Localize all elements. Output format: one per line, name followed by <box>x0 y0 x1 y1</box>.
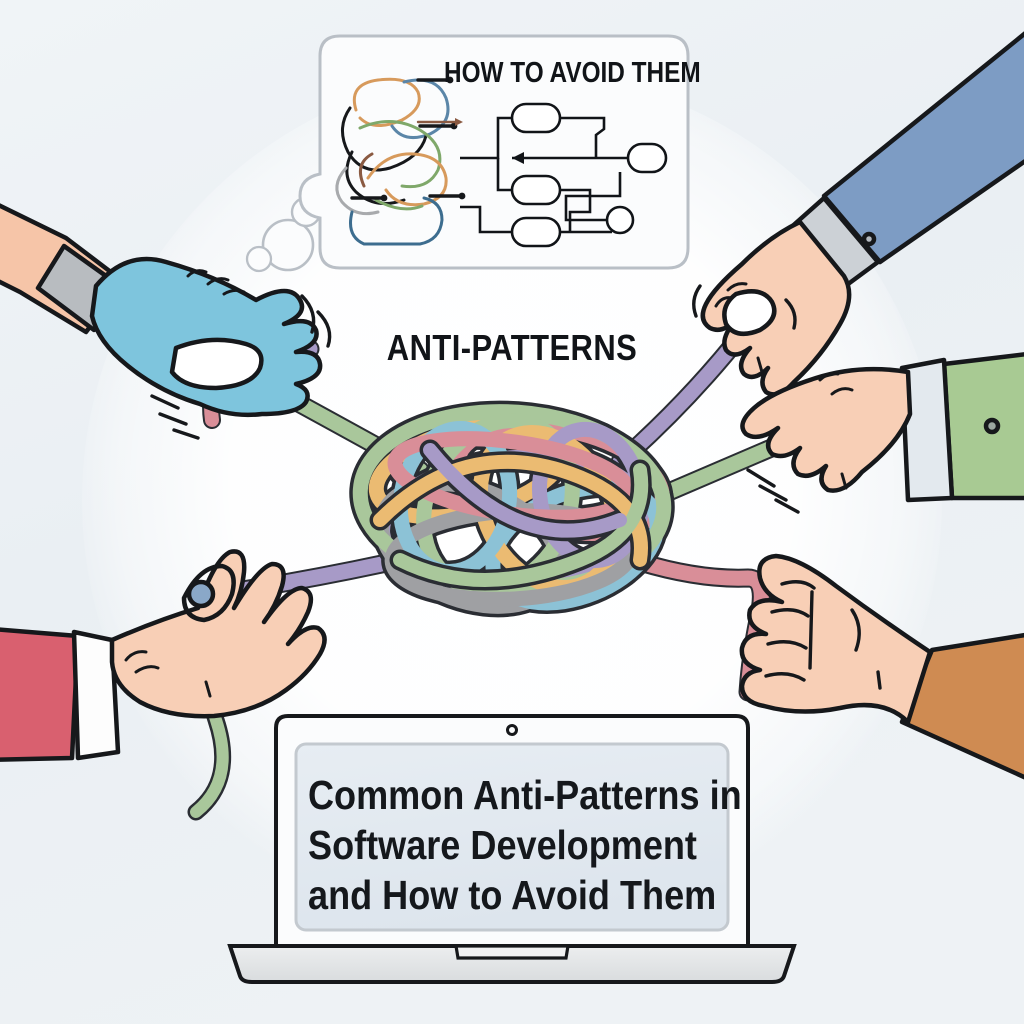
laptop-title-line-2: Software Development <box>308 822 697 868</box>
hand-top-right <box>692 31 1024 397</box>
bubble-flowchart <box>460 102 668 248</box>
laptop-title-line-3: and How to Avoid Them <box>308 872 717 918</box>
finger-loop-top-right <box>722 289 777 337</box>
glove-thumb-top-left <box>169 337 264 391</box>
motion-lines-top-left <box>150 294 332 440</box>
laptop-base <box>227 944 797 984</box>
bubble-mini-tangle <box>335 76 466 246</box>
laptop-camera <box>506 724 518 736</box>
motion-lines-right <box>746 468 800 514</box>
laptop-title-line-1: Common Anti-Patterns in <box>308 772 742 818</box>
sleeve-bottom-right <box>899 632 1024 780</box>
laptop-title: Common Anti-Patterns in Software Develop… <box>308 770 742 920</box>
hand-shape-right <box>740 366 913 493</box>
hand-bottom-right <box>739 553 1024 780</box>
cuff-button-top-right <box>861 231 877 247</box>
hand-shape-bottom-right <box>739 553 933 725</box>
cord-clip-bottom-left <box>186 579 216 609</box>
anti-patterns-label: ANTI-PATTERNS <box>386 327 638 368</box>
finger-loop-bottom-left <box>181 563 236 623</box>
cuff-bottom-left <box>71 629 121 761</box>
hand-right <box>740 352 1024 514</box>
hand-shape-bottom-left <box>109 549 327 719</box>
laptop-screen <box>294 742 730 932</box>
motion-lines-top-right <box>692 284 797 330</box>
bubble-trail-circle-small <box>245 245 273 273</box>
bubble-trail-circle-large <box>261 218 315 272</box>
glove-top-left <box>89 256 323 418</box>
laptop-trackpad-notch <box>454 944 570 960</box>
hand-top-left <box>0 203 332 440</box>
sleeve-bottom-left <box>0 627 81 762</box>
hand-bottom-left <box>0 549 327 762</box>
cuff-button-right <box>983 417 1001 435</box>
cuff-right <box>899 357 955 503</box>
